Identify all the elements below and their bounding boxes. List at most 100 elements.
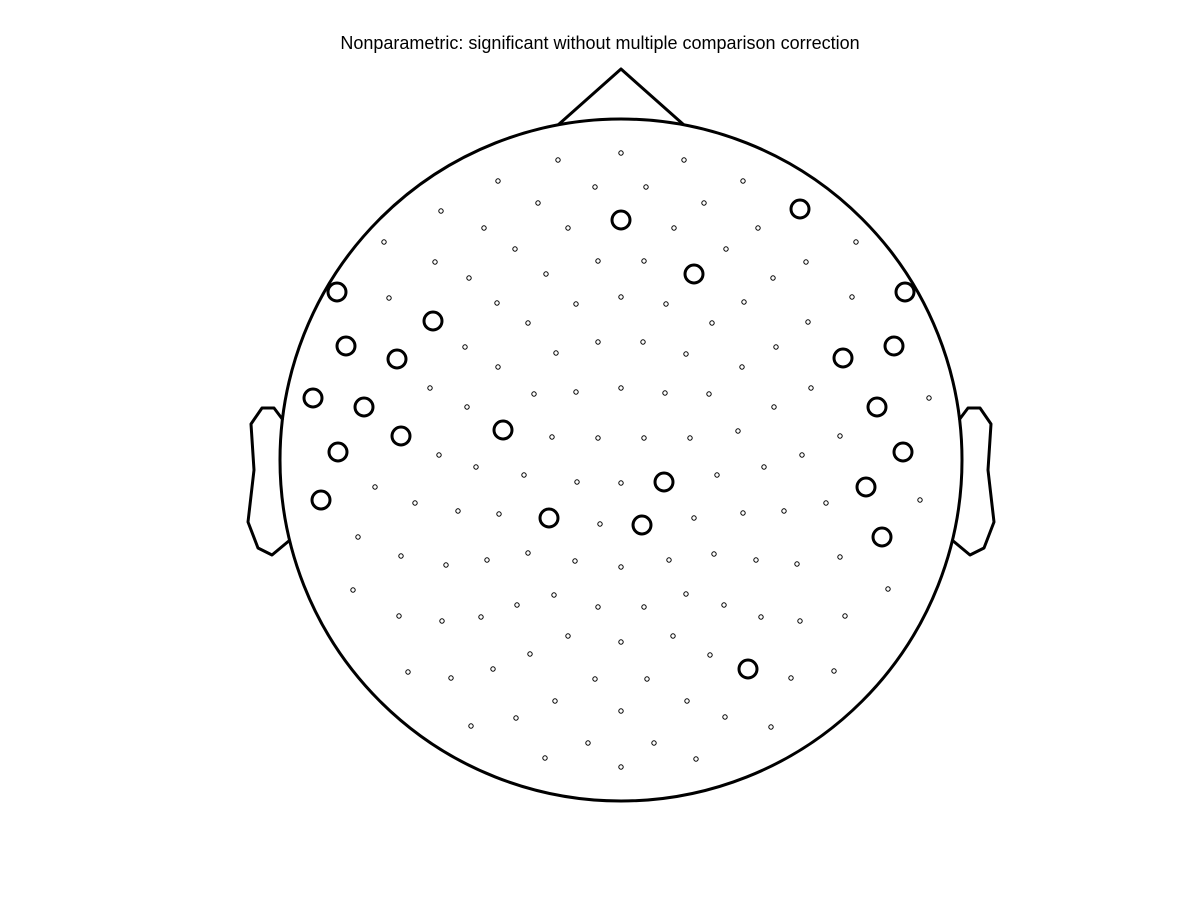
electrode-marker [592, 676, 598, 682]
electrode-marker [525, 320, 531, 326]
electrode-marker [542, 755, 548, 761]
electrode-marker [496, 511, 502, 517]
electrode-marker [618, 150, 624, 156]
significant-electrode-marker [653, 471, 675, 493]
significant-electrode-marker [631, 514, 653, 536]
electrode-marker [837, 554, 843, 560]
electrode-marker [641, 435, 647, 441]
electrode-marker [771, 404, 777, 410]
figure-title: Nonparametric: significant without multi… [340, 33, 860, 53]
electrode-marker [640, 339, 646, 345]
electrode-marker [618, 708, 624, 714]
electrode-marker [543, 271, 549, 277]
electrode-marker [849, 294, 855, 300]
electrode-marker [663, 301, 669, 307]
electrode-marker [439, 618, 445, 624]
electrode-marker [531, 391, 537, 397]
electrode-marker [478, 614, 484, 620]
electrode-marker [484, 557, 490, 563]
electrode-marker [574, 479, 580, 485]
electrode-marker [466, 275, 472, 281]
electrode-marker [618, 480, 624, 486]
electrode-marker [438, 208, 444, 214]
electrode-marker [799, 452, 805, 458]
significant-electrode-marker [492, 419, 514, 441]
significant-electrode-marker [353, 396, 375, 418]
significant-electrode-marker [422, 310, 444, 332]
significant-electrode-marker [610, 209, 632, 231]
electrode-marker [740, 178, 746, 184]
electrode-marker [831, 668, 837, 674]
electrode-marker [706, 391, 712, 397]
electrode-marker [755, 225, 761, 231]
electrode-marker [644, 676, 650, 682]
electrode-marker [618, 294, 624, 300]
electrode-marker [495, 364, 501, 370]
electrode-marker [741, 299, 747, 305]
electrode-marker [721, 602, 727, 608]
significant-electrode-marker [866, 396, 888, 418]
electrode-marker [527, 651, 533, 657]
electrode-marker [443, 562, 449, 568]
electrode-marker [552, 698, 558, 704]
electrode-marker [683, 351, 689, 357]
electrode-marker [585, 740, 591, 746]
electrode-marker [381, 239, 387, 245]
electrode-marker [681, 157, 687, 163]
electrode-marker [495, 178, 501, 184]
electrode-marker [885, 586, 891, 592]
electrode-marker [535, 200, 541, 206]
electrode-marker [761, 464, 767, 470]
electrode-marker [773, 344, 779, 350]
significant-electrode-marker [883, 335, 905, 357]
significant-electrode-marker [789, 198, 811, 220]
electrode-marker [803, 259, 809, 265]
electrode-marker [595, 258, 601, 264]
significant-electrode-marker [335, 335, 357, 357]
electrode-marker [701, 200, 707, 206]
electrode-marker [597, 521, 603, 527]
electrode-marker [666, 557, 672, 563]
electrode-marker [436, 452, 442, 458]
electrode-marker [671, 225, 677, 231]
electrode-marker [462, 344, 468, 350]
significant-electrode-marker [386, 348, 408, 370]
electrode-marker [670, 633, 676, 639]
electrode-marker [805, 319, 811, 325]
electrode-marker [572, 558, 578, 564]
electrode-marker [473, 464, 479, 470]
significant-electrode-marker [302, 387, 324, 409]
electrode-marker [709, 320, 715, 326]
electrode-marker [808, 385, 814, 391]
electrode-marker [405, 669, 411, 675]
significant-electrode-marker [327, 441, 349, 463]
electrode-marker [740, 510, 746, 516]
electrode-marker [618, 564, 624, 570]
electrode-marker [691, 515, 697, 521]
electrode-marker [739, 364, 745, 370]
electrode-marker [837, 433, 843, 439]
electrode-marker [412, 500, 418, 506]
electrode-marker [794, 561, 800, 567]
significant-electrode-marker [855, 476, 877, 498]
electrode-layer [302, 150, 932, 770]
electrode-marker [842, 613, 848, 619]
significant-electrode-marker [832, 347, 854, 369]
significant-electrode-marker [737, 658, 759, 680]
electrode-marker [662, 390, 668, 396]
electrode-marker [641, 258, 647, 264]
electrode-marker [455, 508, 461, 514]
electrode-marker [683, 591, 689, 597]
electrode-marker [723, 246, 729, 252]
significant-electrode-marker [538, 507, 560, 529]
electrode-marker [735, 428, 741, 434]
nose [557, 67, 685, 127]
electrode-marker [781, 508, 787, 514]
electrode-marker [618, 385, 624, 391]
head-outline [278, 117, 964, 803]
electrode-marker [490, 666, 496, 672]
electrode-marker [521, 472, 527, 478]
significant-electrode-marker [326, 281, 348, 303]
electrode-marker [641, 604, 647, 610]
